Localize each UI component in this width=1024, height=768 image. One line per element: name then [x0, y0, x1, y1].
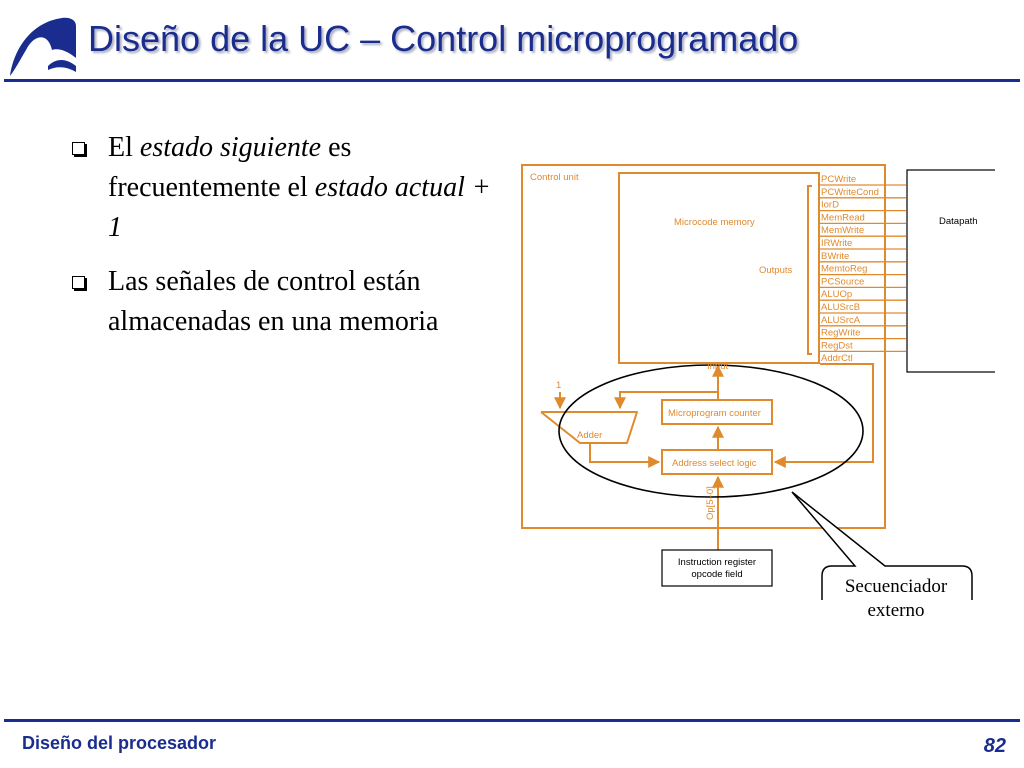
adder-shape	[540, 411, 638, 444]
datapath-label: Datapath	[939, 216, 978, 227]
counter-to-adder-arrow	[614, 391, 719, 410]
datapath-box	[906, 169, 995, 373]
address-select-label: Address select logic	[672, 458, 757, 469]
signal-label: MemtoReg	[821, 264, 867, 275]
checkbox-bullet-icon	[72, 142, 85, 155]
outputs-label: Outputs	[759, 265, 793, 276]
ir-label-line1: Instruction register	[678, 557, 756, 568]
callout-line2: externo	[867, 600, 925, 621]
bullet-text-italic: estado actual + 1	[108, 172, 491, 243]
callout-bubble	[791, 491, 973, 600]
bullet-list: El estado siguiente es frecuentemente el…	[72, 128, 502, 356]
callout-line1: Secuenciador	[844, 576, 948, 597]
op-field-label: Op[5–0]	[705, 486, 716, 520]
header-rule	[4, 79, 1020, 82]
footer-rule	[4, 719, 1020, 722]
checkbox-bullet-icon	[72, 276, 85, 289]
footer-title: Diseño del procesador	[22, 733, 217, 753]
microprogrammed-control-diagram: Control unit Microcode memory Outputs In…	[521, 164, 995, 600]
signal-label: IRWrite	[821, 238, 852, 249]
signal-label: MemWrite	[821, 225, 864, 236]
signal-label: PCWriteCond	[821, 187, 879, 198]
signal-label: PCWrite	[821, 174, 856, 185]
signal-label: RegDst	[821, 340, 853, 351]
signal-label: ALUSrcB	[821, 302, 860, 313]
signal-label: ALUOp	[821, 289, 852, 300]
signal-label: ALUSrcA	[821, 315, 861, 326]
bullet-text: es frecuentemente el	[108, 132, 352, 203]
page-number: 82	[983, 735, 1006, 757]
instruction-register-box	[661, 549, 773, 587]
input-label: Input	[707, 361, 728, 372]
signal-label: MemRead	[821, 212, 865, 223]
signal-label: BWrite	[821, 251, 849, 262]
signal-lines	[819, 184, 906, 353]
control-unit-box	[521, 164, 886, 529]
ir-label-line2: opcode field	[691, 569, 742, 580]
bullet-text: El	[108, 132, 140, 163]
sequencer-ellipse	[558, 364, 864, 498]
bullet-item: El estado siguiente es frecuentemente el…	[72, 128, 502, 248]
bullet-text: Las señales de control están almacenadas…	[108, 266, 439, 337]
callout-text: Secuenciador externo	[821, 566, 971, 632]
adder-label: Adder	[577, 430, 602, 441]
signal-label: RegWrite	[821, 328, 860, 339]
constant-one-label: 1	[556, 380, 561, 391]
signal-label: PCSource	[821, 276, 864, 287]
adder-to-addrsel-arrow	[589, 443, 661, 468]
microprogram-counter-label: Microprogram counter	[668, 408, 761, 419]
swoosh-logo-icon	[10, 17, 76, 76]
slide-title: Diseño de la UC – Control microprogramad…	[88, 18, 799, 59]
microcode-memory-box	[618, 172, 820, 364]
bullet-item: Las señales de control están almacenadas…	[72, 262, 502, 342]
control-unit-label: Control unit	[530, 172, 579, 183]
signal-label: AddrCtl	[821, 353, 853, 364]
addrctl-feedback-arrow	[773, 363, 874, 468]
bullet-text-italic: estado siguiente	[139, 132, 322, 163]
signal-label: IorD	[821, 200, 839, 211]
microcode-memory-label: Microcode memory	[674, 217, 755, 228]
outputs-bracket	[807, 185, 812, 355]
